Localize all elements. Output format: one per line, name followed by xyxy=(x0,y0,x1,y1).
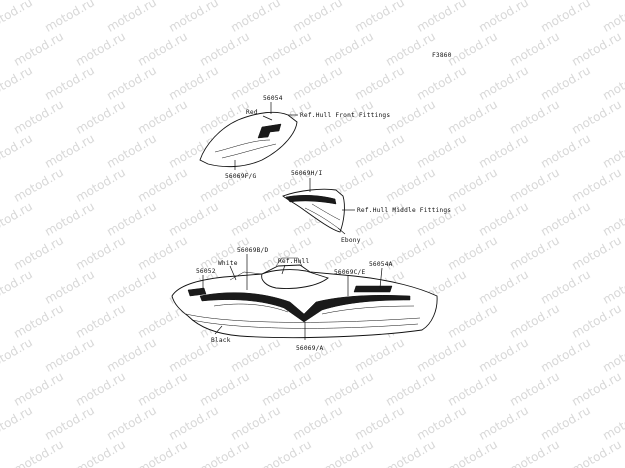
hull-black-label: Black xyxy=(211,337,231,344)
middle-color-label: Ebony xyxy=(341,237,361,244)
hull-logo-decal xyxy=(353,285,393,293)
hull-white-label: White xyxy=(218,260,238,267)
hull-part-b-label: 56069B/D xyxy=(237,247,268,254)
hull-group: 56052 White 56069B/D Ref.Hull 56069C/E 5… xyxy=(171,247,438,352)
hull-56054a-label: 56054A xyxy=(369,261,393,268)
diagram-id: F3860 xyxy=(432,52,452,59)
front-part-label: 56054 xyxy=(263,95,283,102)
hull-ref-label: Ref.Hull xyxy=(278,258,309,265)
front-ref-label: Ref.Hull Front Fittings xyxy=(300,112,390,119)
middle-decal-band xyxy=(285,195,337,205)
hull-56052-label: 56052 xyxy=(196,268,216,275)
middle-decal-group: 56069H/I Ref.Hull Middle Fittings Ebony xyxy=(282,170,451,244)
hull-side-stripe xyxy=(199,292,411,323)
front-decal-group: 56054 Red Ref.Hull Front Fittings 56069F… xyxy=(199,95,390,180)
hull-rear-decal xyxy=(187,287,207,297)
hull-56069c-label: 56069C/E xyxy=(334,269,365,276)
hull-seat xyxy=(261,269,329,289)
middle-part-label: 56069H/I xyxy=(291,170,322,177)
hull-bottom-label: 56069/A xyxy=(296,345,324,352)
front-decal-logo xyxy=(257,123,282,139)
front-decal-shape xyxy=(199,111,298,168)
front-color-label: Red xyxy=(246,109,258,116)
middle-ref-label: Ref.Hull Middle Fittings xyxy=(357,207,451,214)
front-sub-label: 56069F/G xyxy=(225,173,256,180)
